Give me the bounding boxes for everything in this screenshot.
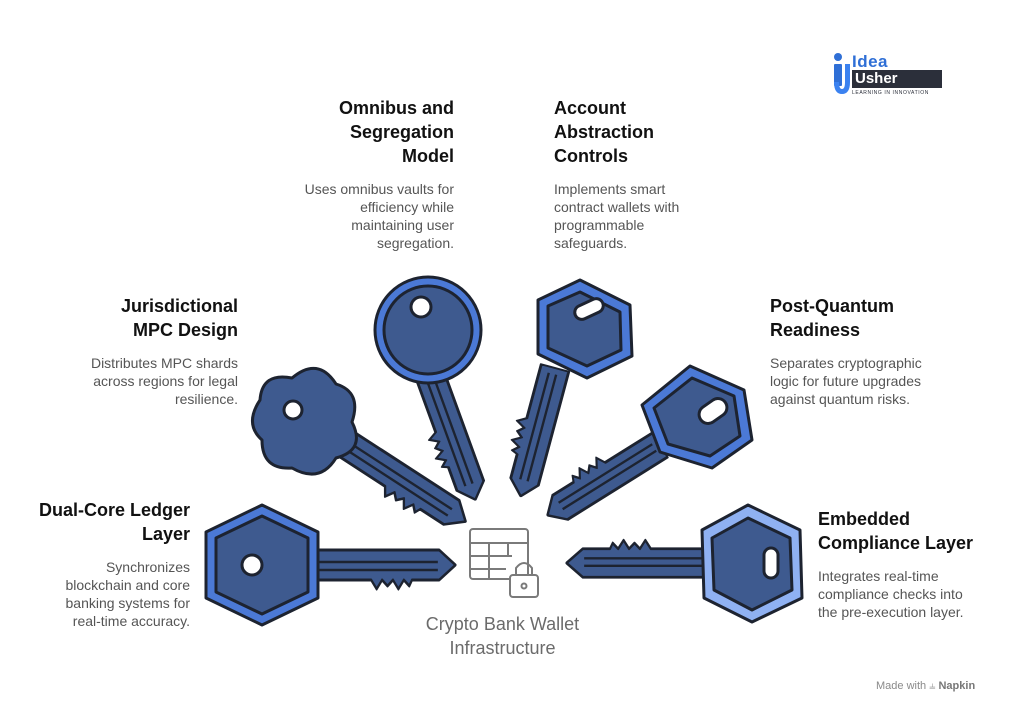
item-jurisdictional: Jurisdictional MPC Design Distributes MP… (38, 294, 238, 408)
item-description: Implements smart contract wallets with p… (554, 181, 680, 251)
center-label: Crypto Bank Wallet Infrastructure (425, 614, 580, 658)
item-description: Integrates real-time compliance checks i… (818, 568, 964, 620)
key-account-abstraction (497, 278, 634, 502)
key-jurisdictional (251, 367, 475, 543)
item-post-quantum: Post-Quantum Readiness Separates cryptog… (770, 294, 970, 408)
napkin-logo-icon: ⫨ (929, 680, 936, 692)
item-account-abstraction: Account Abstraction Controls Implements … (554, 96, 754, 252)
key-embedded-compliance (565, 503, 804, 624)
item-omnibus: Omnibus and Segregation Model Uses omnib… (254, 96, 454, 252)
item-description: Separates cryptographic logic for future… (770, 355, 922, 407)
item-title: Account Abstraction Controls (554, 98, 655, 166)
logo-word-usher: Usher (852, 70, 942, 88)
logo-tagline: LEARNING IN INNOVATION (852, 90, 929, 96)
item-title: Dual-Core Ledger Layer (38, 500, 190, 544)
item-description: Distributes MPC shards across regions fo… (90, 355, 238, 407)
footer-made-with: Made with (876, 680, 927, 692)
item-title: Omnibus and Segregation Model (338, 98, 454, 166)
idea-usher-logo-icon (834, 53, 850, 94)
item-title: Post-Quantum Readiness (770, 296, 894, 340)
key-post-quantum (534, 364, 754, 529)
item-description: Synchronizes blockchain and core banking… (65, 559, 190, 629)
logo-word-idea: Idea (852, 52, 889, 71)
item-embedded-compliance: Embedded Compliance Layer Integrates rea… (818, 507, 1003, 621)
table-lock-icon (469, 528, 539, 598)
footer-brand: Napkin (938, 680, 976, 692)
key-dual-core (204, 503, 458, 627)
item-description: Uses omnibus vaults for efficiency while… (304, 181, 454, 251)
idea-usher-logo: Idea Usher LEARNING IN INNOVATION (832, 52, 944, 98)
key-omnibus (373, 275, 491, 509)
item-dual-core: Dual-Core Ledger Layer Synchronizes bloc… (10, 498, 190, 630)
item-title: Embedded Compliance Layer (818, 509, 974, 553)
item-title: Jurisdictional MPC Design (120, 296, 238, 340)
footer-credit: Made with ⫨ Napkin (876, 680, 975, 693)
